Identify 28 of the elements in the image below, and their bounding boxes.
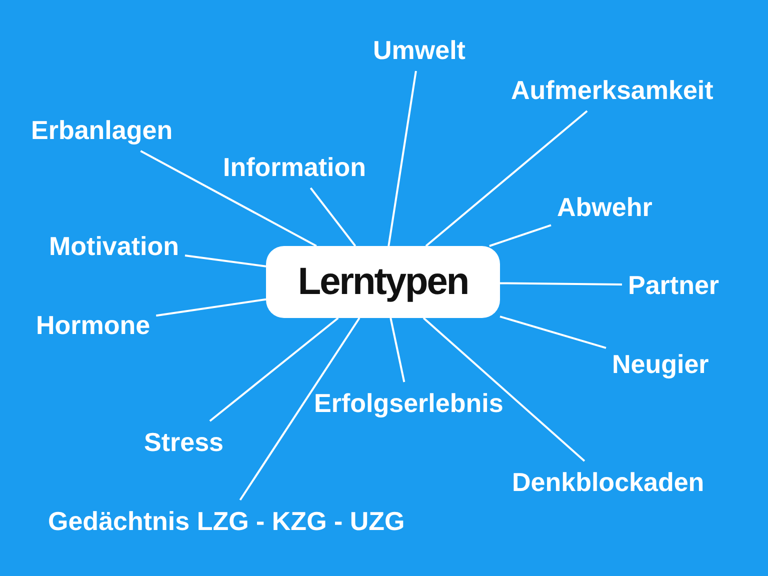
topic-label: Umwelt: [373, 35, 466, 65]
topic-label: Neugier: [612, 349, 709, 379]
center-label: Lerntypen: [298, 260, 468, 304]
topic-label: Abwehr: [557, 192, 652, 222]
topic-label: Hormone: [36, 310, 150, 340]
connector-line: [422, 317, 586, 462]
connector-line: [500, 282, 622, 286]
topic-label: Aufmerksamkeit: [511, 75, 714, 105]
connector-line: [239, 317, 360, 501]
connector-line: [489, 224, 552, 247]
topic-label: Gedächtnis LZG - KZG - UZG: [48, 506, 405, 536]
topic-label: Erbanlagen: [31, 115, 173, 145]
connector-line: [425, 110, 588, 247]
topic-label: Stress: [144, 427, 224, 457]
connector-line: [310, 187, 356, 247]
center-box: [266, 246, 500, 318]
topic-label: Denkblockaden: [512, 467, 704, 497]
connector-line: [390, 318, 406, 382]
connector-line: [209, 317, 339, 422]
topic-label: Motivation: [49, 231, 179, 261]
connector-line: [140, 150, 317, 247]
topic-label: Information: [223, 152, 366, 182]
connector-line: [184, 254, 266, 268]
connector-line: [500, 316, 606, 349]
connector-line: [156, 298, 266, 317]
connector-line: [388, 70, 417, 246]
topic-label: Partner: [628, 270, 720, 300]
topic-label: Erfolgserlebnis: [314, 388, 504, 418]
